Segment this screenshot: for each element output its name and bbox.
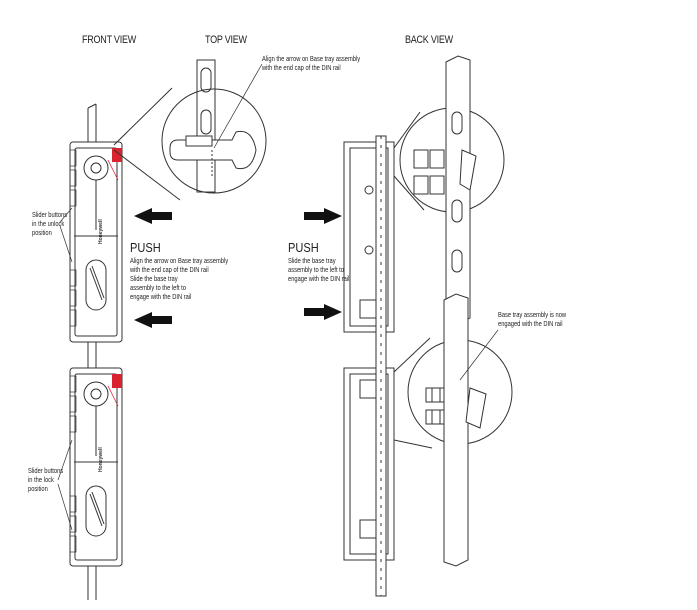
note-line: Slide the base tray bbox=[130, 274, 178, 283]
top-view-detail bbox=[113, 59, 267, 201]
note-line: Align the arrow on Base tray assembly bbox=[130, 256, 229, 265]
note-line: Slider buttons bbox=[28, 466, 64, 475]
note-line: Slide the base tray bbox=[288, 256, 336, 265]
note-line: engage with the DIN rail bbox=[130, 292, 192, 301]
push-left-title: PUSH bbox=[130, 240, 161, 255]
back-detail-upper bbox=[393, 55, 505, 325]
front-push-arrows bbox=[134, 208, 172, 328]
note-line: with the end cap of the DIN rail bbox=[130, 265, 209, 274]
note-line: engage with the DIN rail bbox=[288, 274, 350, 283]
push-left-text: Align the arrow on Base tray assembly wi… bbox=[130, 256, 228, 301]
push-right-block: PUSH Slide the base tray assembly to the… bbox=[288, 240, 365, 283]
back-view-title: BACK VIEW bbox=[405, 34, 453, 46]
slider-unlock-note: Slider buttons in the unlock position bbox=[32, 210, 67, 237]
slider-leaders bbox=[57, 207, 73, 531]
top-view-title: TOP VIEW bbox=[205, 34, 247, 46]
push-left-block: PUSH Align the arrow on Base tray assemb… bbox=[130, 240, 253, 301]
note-line: Base tray assembly is now bbox=[498, 310, 567, 319]
note-line: engaged with the DIN rail bbox=[498, 319, 563, 328]
back-din-rail bbox=[375, 135, 387, 597]
note-line: assembly to the left to bbox=[288, 265, 344, 274]
engaged-note: Base tray assembly is now engaged with t… bbox=[498, 310, 566, 328]
note-line: position bbox=[28, 484, 48, 493]
front-controller-unlocked bbox=[69, 141, 123, 343]
note-line: in the unlock bbox=[32, 219, 65, 228]
note-line: with the end cap of the DIN rail bbox=[262, 63, 341, 72]
back-push-arrows bbox=[304, 208, 342, 320]
front-view-title: FRONT VIEW bbox=[82, 34, 137, 46]
slider-lock-note: Slider buttons in the lock position bbox=[28, 466, 63, 493]
note-line: assembly to the left to bbox=[130, 283, 186, 292]
note-line: Align the arrow on Base tray assembly bbox=[262, 54, 361, 63]
note-line: Slider buttons bbox=[32, 210, 68, 219]
top-align-note: Align the arrow on Base tray assembly wi… bbox=[262, 54, 360, 72]
note-line: in the lock bbox=[28, 475, 54, 484]
brand-label-lower: Honeywell bbox=[98, 447, 104, 472]
brand-label-upper: Honeywell bbox=[98, 219, 104, 244]
front-controller-locked bbox=[69, 367, 123, 567]
back-detail-lower bbox=[393, 293, 513, 567]
note-line: position bbox=[32, 228, 52, 237]
push-right-title: PUSH bbox=[288, 240, 319, 255]
push-right-text: Slide the base tray assembly to the left… bbox=[288, 256, 349, 283]
